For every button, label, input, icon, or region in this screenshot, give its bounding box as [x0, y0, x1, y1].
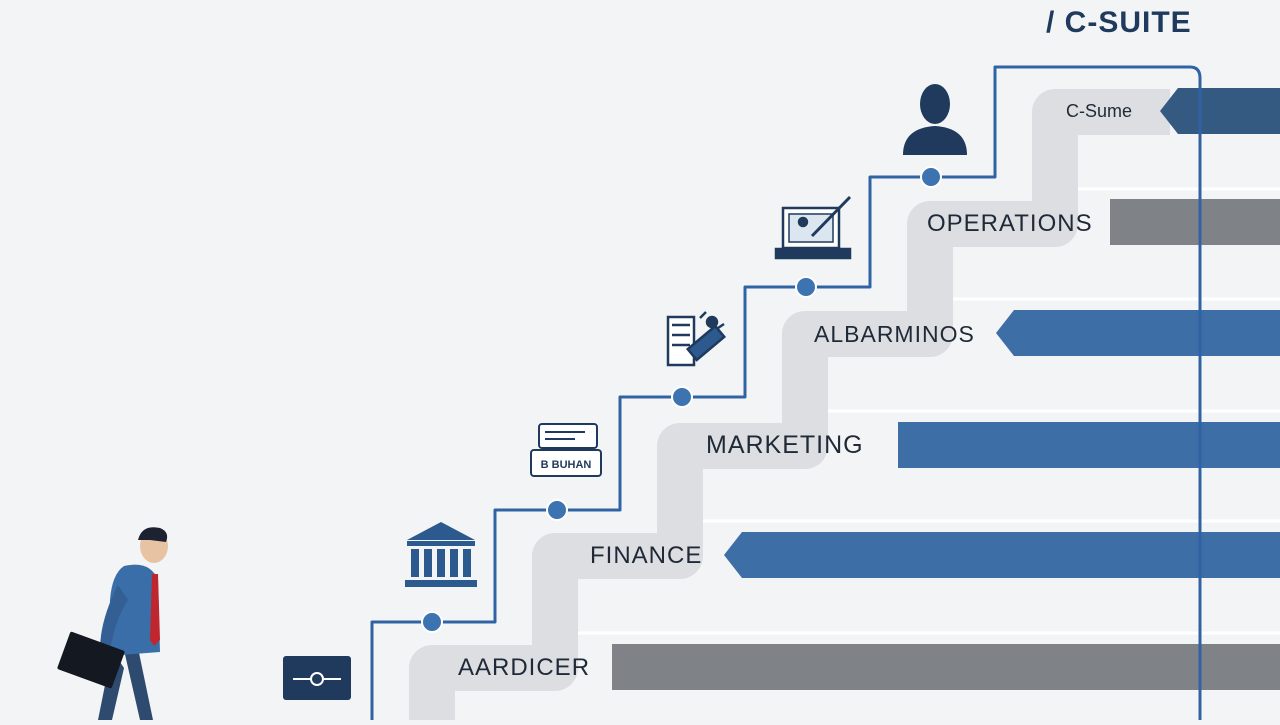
id-card-icon [283, 656, 351, 700]
level-label-csume: C-Sume [1066, 101, 1133, 121]
level-bars [612, 88, 1280, 690]
tools-icon [666, 311, 727, 367]
level-label-finance: FINANCE [590, 542, 703, 569]
bar-csume [1160, 88, 1280, 134]
node-4 [795, 276, 817, 298]
path-nodes [421, 166, 942, 633]
bar-albarminos [996, 310, 1280, 356]
bar-operations [1110, 199, 1280, 245]
node-1 [421, 611, 443, 633]
businessman-figure [57, 527, 168, 720]
node-5 [920, 166, 942, 188]
person-icon [903, 84, 967, 155]
level-label-aardicer: AARDICER [458, 654, 591, 681]
level-label-marketing: MARKETING [706, 431, 864, 459]
laptop-icon [774, 195, 852, 260]
page-title: / C-SUITE [1046, 6, 1192, 39]
node-2 [546, 499, 568, 521]
stair-ribbon [409, 89, 1170, 720]
desk-sign-icon: B BUHAN [530, 423, 602, 477]
bar-marketing [898, 422, 1280, 468]
level-label-operations: OPERATIONS [927, 210, 1093, 237]
bar-finance [724, 532, 1280, 578]
step-separators [578, 187, 1280, 635]
node-3 [671, 386, 693, 408]
bank-icon [405, 522, 477, 587]
desk-sign-text: B BUHAN [541, 459, 592, 471]
level-label-albarminos: ALBARMINOS [814, 321, 975, 347]
bar-aardicer [612, 644, 1280, 690]
progression-path [370, 65, 1202, 720]
